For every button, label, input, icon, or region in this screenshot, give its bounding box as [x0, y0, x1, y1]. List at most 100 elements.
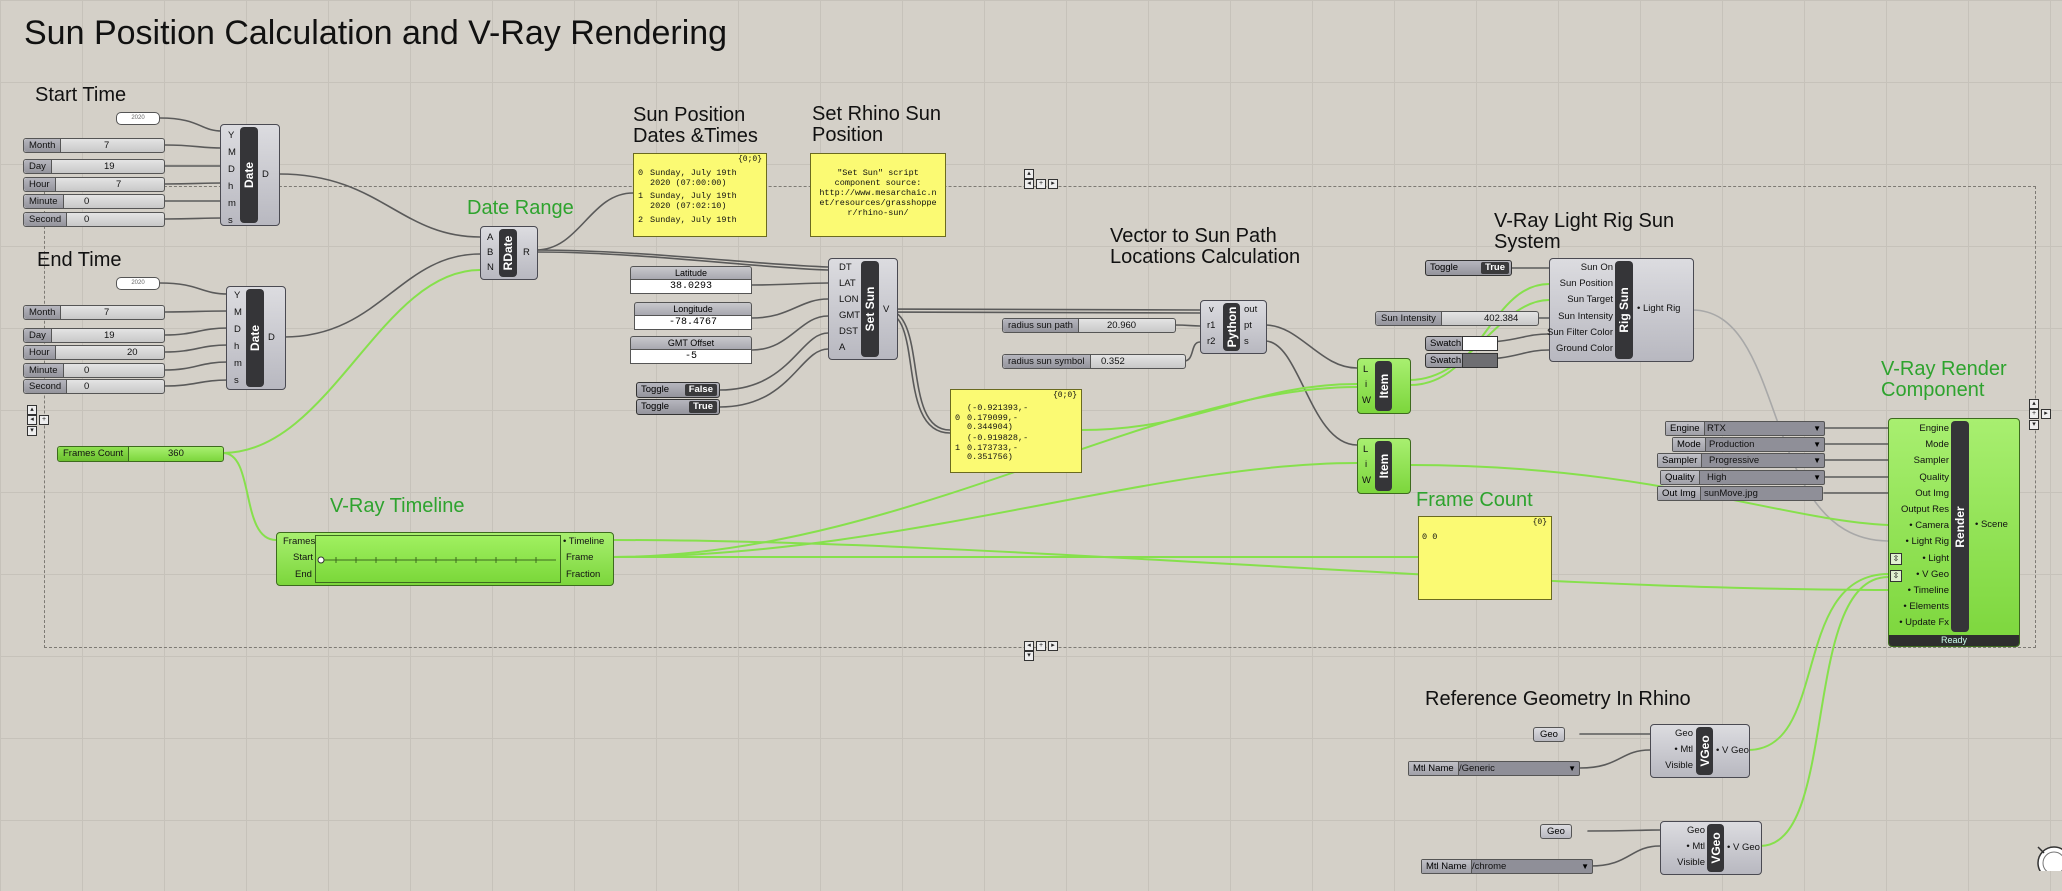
list-insert-icon[interactable]: ⇳	[1890, 553, 1902, 565]
ground-color[interactable]	[1462, 353, 1498, 368]
port-geo[interactable]: Geo	[1675, 728, 1693, 739]
port-r2[interactable]: r2	[1207, 336, 1216, 347]
group-handle-bottom[interactable]: ◂+▸▾	[1023, 640, 1059, 662]
port-frames[interactable]: Frames	[283, 536, 316, 547]
port-sun-on[interactable]: Sun On	[1580, 262, 1613, 273]
end-year-param[interactable]: 2020	[116, 277, 160, 290]
port-s[interactable]: s	[1244, 336, 1249, 347]
port-w[interactable]: W	[1362, 475, 1371, 486]
port-vgeo-out[interactable]: • V Geo	[1727, 842, 1760, 853]
port-visible[interactable]: Visible	[1665, 760, 1693, 771]
port-quality[interactable]: Quality	[1919, 472, 1949, 483]
handle-icon[interactable]: ▴	[27, 404, 37, 415]
port-mtl[interactable]: • Mtl	[1674, 744, 1693, 755]
item-component-2[interactable]: L i W Item	[1357, 438, 1411, 494]
port-lat[interactable]: LAT	[839, 278, 856, 289]
port-m[interactable]: M	[234, 307, 242, 318]
port-s[interactable]: s	[228, 215, 233, 226]
python-component[interactable]: v r1 r2 Python out pt s	[1200, 300, 1267, 354]
handle-icon[interactable]: ▴	[2029, 398, 2039, 409]
port-min[interactable]: m	[234, 358, 242, 369]
set-rhino-panel[interactable]: "Set Sun" script component source: http:…	[810, 153, 946, 237]
handle-icon[interactable]: +	[2029, 409, 2039, 420]
port-timeline[interactable]: • Timeline	[1907, 585, 1949, 596]
geo-param-1[interactable]: Geo	[1533, 727, 1565, 742]
port-b[interactable]: B	[487, 247, 494, 258]
sun-filter-color[interactable]	[1462, 336, 1498, 351]
handle-icon[interactable]: ▾	[27, 425, 37, 436]
handle-icon[interactable]: ◂	[1024, 179, 1034, 190]
port-ground-color[interactable]: Ground Color	[1555, 343, 1613, 354]
handle-icon[interactable]: ▴	[1024, 168, 1034, 179]
group-handle-top[interactable]: ▴◂+▸	[1023, 168, 1059, 190]
port-d[interactable]: D	[234, 324, 241, 335]
handle-icon[interactable]: ▸	[2041, 409, 2051, 420]
rdate-component[interactable]: A B N RDate R	[480, 226, 538, 280]
port-engine[interactable]: Engine	[1919, 423, 1949, 434]
field-value[interactable]: 38.0293	[630, 279, 752, 294]
port-sampler[interactable]: Sampler	[1913, 455, 1949, 466]
port-v[interactable]: v	[1209, 304, 1214, 315]
port-sun-position[interactable]: Sun Position	[1559, 278, 1613, 289]
set-sun-component[interactable]: DT LAT LON GMT DST A Set Sun V	[828, 258, 898, 360]
handle-icon[interactable]: ▾	[2029, 419, 2039, 430]
longitude-field[interactable]: Longitude-78.4767	[634, 302, 752, 330]
list-insert-icon[interactable]: ⇳	[1890, 570, 1902, 582]
port-min[interactable]: m	[228, 198, 236, 209]
handle-icon[interactable]: +	[1036, 640, 1046, 651]
port-out-img[interactable]: Out Img	[1915, 488, 1949, 499]
port-l[interactable]: L	[1363, 444, 1369, 455]
port-elements[interactable]: • Elements	[1903, 601, 1949, 612]
port-v-geo[interactable]: • V Geo	[1916, 569, 1949, 580]
vgeo-component-1[interactable]: Geo • Mtl Visible VGeo • V Geo	[1650, 724, 1750, 778]
port-out[interactable]: R	[523, 247, 530, 258]
render-component[interactable]: Engine Mode Sampler Quality Out Img Outp…	[1888, 418, 2020, 647]
port-y[interactable]: Y	[234, 290, 241, 301]
group-handle-left[interactable]: ▴◂+▾	[26, 404, 50, 436]
port-sun-intensity[interactable]: Sun Intensity	[1558, 311, 1613, 322]
handle-icon[interactable]: ◂	[27, 415, 37, 426]
port-out[interactable]: D	[262, 169, 269, 180]
sun-filter-swatch[interactable]: Swatch	[1425, 336, 1464, 351]
handle-icon[interactable]: ◂	[1024, 640, 1034, 651]
port-h[interactable]: h	[234, 341, 240, 352]
port-start[interactable]: Start	[293, 552, 314, 563]
port-update-fx[interactable]: • Update Fx	[1899, 617, 1949, 628]
port-w[interactable]: W	[1362, 395, 1371, 406]
port-h[interactable]: h	[228, 181, 234, 192]
handle-icon[interactable]: ▸	[1048, 179, 1058, 190]
start-year-param[interactable]: 2020	[116, 112, 160, 125]
port-geo[interactable]: Geo	[1687, 825, 1705, 836]
port-scene[interactable]: • Scene	[1975, 519, 2008, 530]
timeline-component[interactable]: Frames Start End • Timeline Frame Fracti…	[276, 532, 614, 586]
port-dt[interactable]: DT	[839, 262, 852, 273]
port-output-res[interactable]: Output Res	[1900, 504, 1949, 515]
port-light-rig[interactable]: • Light Rig	[1637, 303, 1681, 314]
port-m[interactable]: M	[228, 147, 236, 158]
port-fraction-out[interactable]: Fraction	[566, 569, 601, 580]
compass-icon[interactable]	[2032, 841, 2062, 871]
handle-icon[interactable]: +	[39, 415, 49, 426]
port-i[interactable]: i	[1365, 459, 1368, 470]
port-n[interactable]: N	[487, 262, 494, 273]
port-i[interactable]: i	[1365, 379, 1368, 390]
port-d[interactable]: D	[228, 164, 235, 175]
